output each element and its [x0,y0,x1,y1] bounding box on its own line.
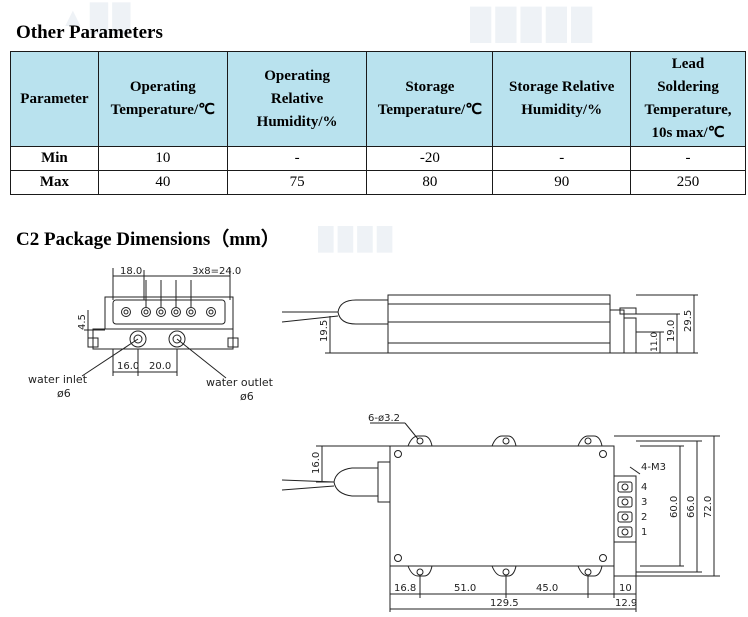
dim-label: 10 [619,583,632,594]
pin-label-1: 1 [641,527,647,538]
column-header-line: Storage [405,79,455,95]
row-header-cell: Max [10,170,99,195]
dim-label: 45.0 [536,583,558,594]
table-cell: 250 [630,170,746,195]
dim-label: 3x8=24.0 [192,266,241,277]
dim-label: 72.0 [703,496,714,518]
dim-label: 16.0 [117,361,139,372]
watermark: ▲██ [60,2,135,32]
pin-label-2: 2 [641,512,647,523]
water-inlet-diameter: ø6 [57,387,71,400]
column-header-line: Temperature/℃ [110,102,215,118]
table-cell: 75 [226,170,368,195]
table-cell: 40 [97,170,228,195]
pin-label-3: 3 [641,497,647,508]
column-header-line: Parameter [20,90,89,107]
dim-label: 19.0 [666,320,677,342]
column-header-line: Storage Relative [508,79,615,95]
column-header-line: Temperature/℃ [377,102,483,118]
column-header-line: Humidity/% [521,102,603,118]
dim-label: 4.5 [77,314,88,330]
top-view [281,422,720,612]
table-cell: 80 [366,170,494,195]
water-inlet-label: water inlet [28,373,88,386]
column-header-line: Temperature, [644,102,732,118]
pin-label-4: 4 [641,482,647,493]
column-header-line: Humidity/% [256,113,338,130]
dim-label: 11.0 [650,332,660,352]
column-header-line: Operating [129,79,196,95]
watermark: █████ [470,8,597,41]
column-header: Parameter [10,51,99,147]
dim-label: 60.0 [669,496,680,518]
water-outlet-label: water outlet [206,376,274,389]
table-cell: 90 [492,170,632,195]
row-header-cell: Min [10,146,99,171]
dim-label: 16.8 [394,583,416,594]
column-header-line: Relative [270,90,324,107]
water-outlet-diameter: ø6 [240,390,254,403]
column-header-line: Operating [264,67,331,84]
dim-label: 29.5 [683,310,694,332]
column-header-line: Soldering [657,79,719,95]
dim-label: 20.0 [149,361,171,372]
dim-label: 12.9 [615,598,637,609]
dim-label: 16.0 [311,452,322,474]
dim-label: 51.0 [454,583,476,594]
column-header-line: 10s max/℃ [651,125,725,141]
dim-label: 18.0 [120,266,142,277]
column-header-line: Lead [671,56,705,72]
section-title-package-dimensions: C2 Package Dimensions（mm） [16,229,280,250]
screws-label: 4-M3 [641,462,666,473]
dim-label: 129.5 [490,598,519,609]
holes-label: 6-ø3.2 [368,413,400,424]
dim-label: 19.5 [319,320,330,342]
end-view [81,268,239,379]
dim-label: 66.0 [686,496,697,518]
table-cell: - [492,146,632,171]
side-view [281,294,698,354]
table-cell: 10 [97,146,228,171]
watermark: ████ [318,226,397,251]
section-title-other-parameters: Other Parameters [16,22,163,43]
